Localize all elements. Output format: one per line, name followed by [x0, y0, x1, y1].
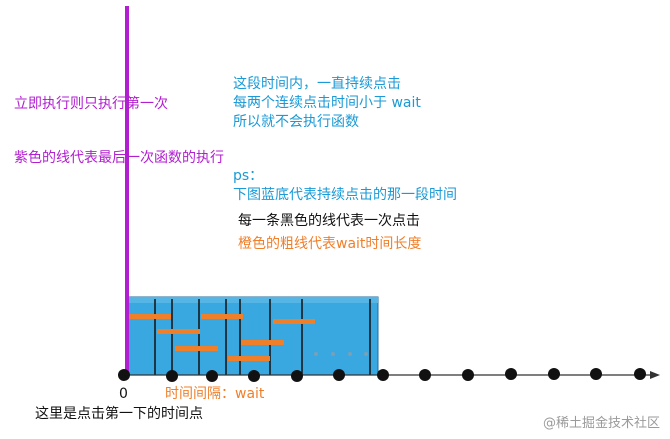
timeline-point [333, 369, 345, 381]
immediate-exec-label: 立即执行则只执行第一次 [14, 96, 168, 112]
wait-bar [241, 340, 284, 345]
orange-line-desc: 橙色的粗线代表wait时间长度 [238, 236, 422, 252]
blue-note-line2: 每两个连续点击时间小于 wait [233, 95, 421, 111]
faint-dots [314, 352, 368, 356]
black-line-desc: 每一条黑色的线代表一次点击 [238, 213, 420, 229]
blue-note-line3: 所以就不会执行函数 [233, 114, 359, 130]
clicking-period-top-strip [128, 297, 378, 303]
watermark: @稀土掘金技术社区 [542, 416, 660, 431]
timeline-point [291, 370, 303, 382]
timeline-points [118, 368, 646, 382]
timeline-point [590, 368, 602, 380]
timeline-point [548, 368, 560, 380]
wait-bar [175, 346, 218, 351]
wait-bars [129, 314, 315, 361]
ps-desc: 下图蓝底代表持续点击的那一段时间 [233, 187, 457, 203]
timeline-point [248, 370, 260, 382]
timeline-point [118, 369, 130, 381]
timeline-point [505, 368, 517, 380]
zero-label: 0 [119, 386, 128, 402]
wait-bar [201, 314, 243, 319]
ps-label: ps： [233, 168, 264, 184]
purple-execution-line [125, 6, 129, 375]
timeline-point [206, 370, 218, 382]
wait-bar [129, 314, 171, 319]
timeline-point [377, 369, 389, 381]
wait-bar [228, 356, 270, 361]
interval-label: 时间间隔：wait [165, 386, 265, 402]
timeline-point [634, 368, 646, 380]
timeline-arrow [650, 371, 660, 379]
first-click-desc: 这里是点击第一下的时间点 [35, 406, 203, 422]
click-lines [154, 299, 371, 375]
timeline-point [419, 369, 431, 381]
blue-note-line1: 这段时间内，一直持续点击 [233, 76, 401, 92]
timeline-point [166, 370, 178, 382]
wait-bar [157, 329, 200, 334]
timeline-point [462, 369, 474, 381]
wait-bar [273, 319, 315, 324]
purple-line-desc: 紫色的线代表最后一次函数的执行 [14, 150, 224, 166]
clicking-period-block [127, 296, 379, 376]
